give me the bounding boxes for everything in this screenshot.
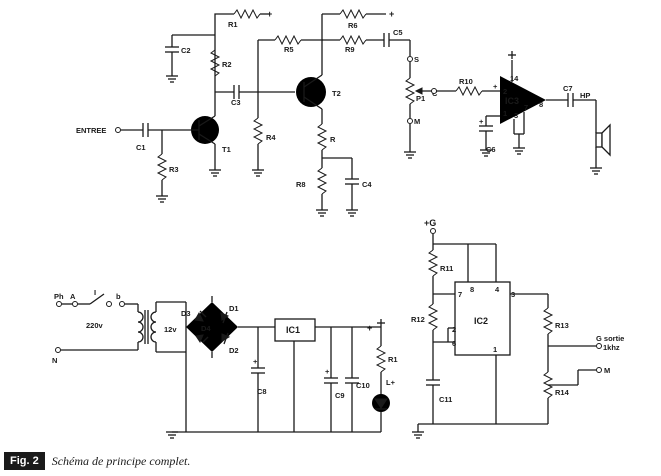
label-ic3-pin7: 7 (524, 103, 528, 112)
power-supply-section: Ph A I b 220v N 12v D (52, 288, 398, 439)
label-r10: R10 (459, 77, 473, 86)
label-b: b (116, 292, 121, 301)
label-c7: C7 (563, 84, 573, 93)
label-ic3-pin8: 8 (539, 100, 543, 109)
label-sortie: G sortie (596, 334, 624, 343)
led-icon (372, 394, 390, 412)
label-c3: C3 (231, 98, 241, 107)
figure-caption: Fig. 2 Schéma de principe complet. (4, 450, 190, 472)
diode-d2 (221, 332, 231, 345)
label-ic3-pin2: 2 (503, 87, 507, 96)
label-plus-1: + (267, 9, 272, 19)
resistor-r1 (233, 8, 261, 20)
label-c5: C5 (393, 28, 403, 37)
label-r14: R14 (555, 388, 570, 397)
label-ic3-plus: + (493, 82, 498, 91)
label-ic3-pin1: 1 (503, 109, 507, 118)
label-r6: R6 (348, 21, 358, 30)
label-ic2-pin1: 1 (493, 345, 497, 354)
label-hp: HP (580, 91, 590, 100)
label-c1: C1 (136, 143, 146, 152)
label-n: N (52, 356, 57, 365)
label-ic3-pin14: 14 (510, 74, 519, 83)
label-m-out: M (604, 366, 610, 375)
label-g: +G (424, 218, 436, 228)
label-ic1: IC1 (286, 325, 300, 335)
ground-ps (166, 431, 178, 439)
label-m: M (414, 117, 420, 126)
label-c9: C9 (335, 391, 345, 400)
ground-ic3 (513, 147, 525, 155)
label-c11: C11 (439, 395, 452, 404)
label-ic3: IC3 (505, 96, 519, 106)
ground-t1 (209, 169, 221, 177)
label-ic2-pin7: 7 (458, 290, 462, 299)
ic2-box (454, 281, 511, 356)
label-s: S (414, 55, 419, 64)
label-r12: R12 (411, 315, 425, 324)
ground-c2 (166, 75, 178, 83)
label-r1-ps: R1 (388, 355, 398, 364)
label-d3: D3 (181, 309, 191, 318)
oscillator-section: +G R11 R12 C11 IC2 8 4 7 3 2 6 1 (411, 218, 624, 439)
ground-r3 (156, 195, 168, 203)
diode-d4 (195, 334, 209, 344)
label-a: A (70, 292, 76, 301)
label-r: R (330, 135, 336, 144)
label-i: I (94, 288, 96, 297)
label-c4: C4 (362, 180, 372, 189)
label-d4: D4 (201, 324, 211, 333)
ground-ic2 (412, 431, 424, 439)
label-c2: C2 (181, 46, 191, 55)
diode-d3 (194, 310, 207, 322)
label-ic2: IC2 (474, 316, 488, 326)
ic1-box (274, 318, 316, 342)
speaker-icon (595, 123, 611, 157)
label-p1: P1 (416, 94, 425, 103)
label-r1: R1 (228, 20, 238, 29)
ground-c6 (480, 149, 492, 157)
label-c8-plus: + (253, 357, 258, 366)
diode-d1 (220, 311, 230, 324)
label-c8: C8 (257, 387, 267, 396)
figure-number: Fig. 2 (4, 452, 45, 470)
label-c10: C10 (356, 381, 370, 390)
label-r2: R2 (222, 60, 232, 69)
label-ic2-pin2: 2 (452, 325, 456, 334)
figure-title: Schéma de principe complet. (51, 453, 191, 468)
ground-r8 (316, 209, 328, 217)
label-plus-2: + (389, 9, 394, 19)
ground-hp (590, 167, 602, 175)
label-c6-plus: + (479, 117, 484, 126)
label-ic3-pin3: 3 (514, 111, 518, 120)
label-ic2-pin4: 4 (495, 285, 500, 294)
label-1khz: 1khz (603, 343, 620, 352)
label-r9: R9 (345, 45, 355, 54)
label-ph: Ph (54, 292, 64, 301)
label-r5: R5 (284, 45, 294, 54)
label-r4: R4 (266, 133, 276, 142)
label-c9-plus: + (325, 367, 330, 376)
label-t1: T1 (222, 145, 231, 154)
label-r13: R13 (555, 321, 569, 330)
label-d2: D2 (229, 346, 239, 355)
ground-p1 (404, 151, 416, 159)
ground-r4 (252, 169, 264, 177)
label-entree: ENTREE (76, 126, 106, 135)
preamp-section: R1 + C2 R2 T1 ENTREE C1 R3 (76, 8, 410, 217)
label-plus-ps: + (367, 323, 372, 333)
label-r3: R3 (169, 165, 179, 174)
label-12v: 12v (164, 325, 177, 334)
power-amp-section: S M P1 C R10 + 2 1 IC3 14 3 7 8 (404, 40, 611, 175)
ground-c4 (346, 209, 358, 217)
label-r8: R8 (296, 180, 306, 189)
label-l-plus: L+ (386, 378, 396, 387)
label-ic2-pin8: 8 (470, 285, 474, 294)
label-d1: D1 (229, 304, 239, 313)
label-220v: 220v (86, 321, 104, 330)
label-ic2-pin6: 6 (452, 339, 456, 348)
label-t2: T2 (332, 89, 341, 98)
label-r11: R11 (440, 264, 453, 273)
